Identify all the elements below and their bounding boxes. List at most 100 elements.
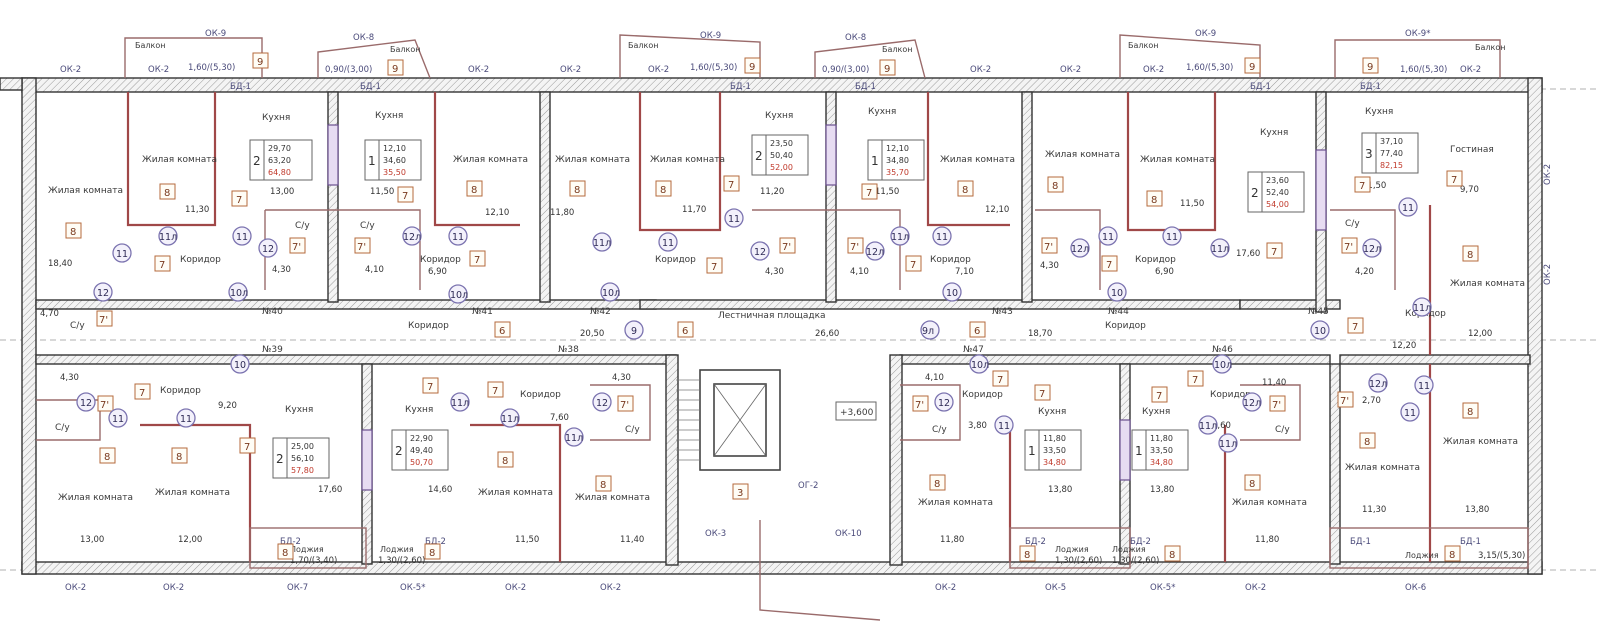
area: 12,00 (178, 535, 202, 545)
apartment-area: 49,40 (410, 446, 433, 455)
square-tag: 7' (1340, 396, 1349, 407)
apartment-rooms: 2 (395, 444, 403, 458)
bottom-tags: ОК-2 ОК-2 ОК-7 ОК-5* ОК-2 ОК-2 ОК-3 ОК-1… (65, 529, 1426, 593)
square-tag: 8 (176, 452, 182, 463)
area: 14,60 (428, 485, 452, 495)
tag: БД-2 (280, 537, 301, 547)
room-corridor: Коридор (655, 255, 696, 265)
apartment-area: 77,40 (1380, 149, 1403, 158)
apartment-total: 50,70 (410, 458, 433, 467)
apartment-area: 11,80 (1150, 434, 1173, 443)
apartment-area: 33,50 (1043, 446, 1066, 455)
tag: 1,60/(5,30) (1400, 65, 1447, 75)
room-kitchen: Кухня (1142, 407, 1170, 417)
tag: ОК-2 (60, 65, 81, 75)
area: 1,30/(2,60) (1112, 556, 1159, 566)
area: 11,30 (185, 205, 209, 215)
tag: ОК-5* (400, 583, 425, 593)
circle-marker: 10 (1314, 326, 1326, 337)
square-tag: 7 (866, 188, 872, 199)
circle-marker: 9л (922, 326, 934, 337)
room-corridor: Коридор (408, 321, 449, 331)
area: 4,20 (1355, 267, 1374, 277)
square-tag: 9 (1367, 62, 1373, 73)
balcony-label: Балкон (1128, 41, 1158, 50)
square-tag: 7' (1272, 400, 1281, 411)
balcony-label: Балкон (135, 41, 165, 50)
apartment-summary: 1 11,80 33,50 34,80 (1131, 429, 1189, 471)
apartment-area: 34,80 (886, 156, 909, 165)
tag: БД-1 (1460, 537, 1481, 547)
tag: ОК-2 (148, 65, 169, 75)
room-corridor: Коридор (420, 255, 461, 265)
square-tag: 6 (974, 326, 980, 337)
room-kitchen: Кухня (868, 107, 896, 117)
balcony-label: Балкон (1475, 43, 1505, 52)
square-tag: 8 (1467, 407, 1473, 418)
circle-marker: 11 (116, 249, 128, 260)
square-tag: 8 (1052, 181, 1058, 192)
square-tag: 8 (1467, 250, 1473, 261)
tag: ОГ-2 (798, 481, 818, 491)
room-wc: С/у (295, 221, 310, 231)
circle-marker: 11л (501, 414, 519, 425)
circle-marker: 12 (938, 398, 950, 409)
area: 6,90 (1155, 267, 1174, 277)
circle-marker: 11л (593, 238, 611, 249)
room-wc: С/у (360, 221, 375, 231)
apartment-total: 35,50 (383, 168, 406, 177)
tag: 1,60/(5,30) (690, 63, 737, 73)
square-tag: 7' (100, 400, 109, 411)
square-tag: 7 (474, 255, 480, 266)
room-living: Жилая комната (1443, 437, 1518, 447)
square-tag: 8 (70, 227, 76, 238)
tag: 0,90/(3,00) (822, 65, 869, 75)
apartment-number: №44 (1108, 307, 1129, 317)
circle-marker: 11 (1404, 408, 1416, 419)
square-tag: 7 (728, 180, 734, 191)
apartment-total: 34,80 (1043, 458, 1066, 467)
circle-marker: 11л (451, 398, 469, 409)
circle-marker: 12л (1243, 398, 1261, 409)
room-kitchen: Кухня (1260, 128, 1288, 138)
area: 4,30 (1040, 261, 1059, 271)
area: 11,40 (1262, 378, 1286, 388)
tag: ОК-9* (1405, 29, 1430, 39)
area: 26,60 (815, 329, 839, 339)
area: 11,50 (875, 187, 899, 197)
room-living: Жилая комната (478, 488, 553, 498)
square-tag: 8 (429, 548, 435, 559)
circle-marker: 11 (1102, 232, 1114, 243)
outer-walls (0, 77, 1543, 575)
square-tag: 7 (427, 382, 433, 393)
circle-marker: 10 (234, 360, 246, 371)
area: 4,30 (272, 265, 291, 275)
apartment-rooms: 2 (276, 452, 284, 466)
area: 13,80 (1465, 505, 1489, 515)
tag: ОК-2 (648, 65, 669, 75)
room-corridor: Коридор (160, 386, 201, 396)
circle-marker: 12л (866, 247, 884, 258)
stair (676, 369, 881, 621)
room-stair: Лестничная площадка (718, 311, 826, 321)
apartment-rooms: 1 (1135, 444, 1143, 458)
square-tag: 7 (1271, 247, 1277, 258)
room-wc: С/у (625, 425, 640, 435)
room-living: Жилая комната (1450, 279, 1525, 289)
apartment-numbers: №40 №41 №42 №43 №44 №45 №39 №38 №47 №46 (262, 307, 1329, 355)
tag: ОК-9 (700, 31, 721, 41)
apartment-total: 52,00 (770, 163, 793, 172)
room-living: Жилая комната (650, 155, 725, 165)
room-living: Жилая комната (453, 155, 528, 165)
circle-marker: 11л (159, 232, 177, 243)
tag: 1,60/(5,30) (188, 63, 235, 73)
square-tag: 8 (1169, 550, 1175, 561)
square-tag: 7 (997, 375, 1003, 386)
square-tag: 8 (600, 480, 606, 491)
apartment-total: 34,80 (1150, 458, 1173, 467)
circle-marker: 11 (112, 414, 124, 425)
area: 3,60 (1212, 421, 1231, 431)
apartment-summary: 2 23,50 50,40 52,00 (751, 134, 809, 176)
square-tag: 8 (1024, 550, 1030, 561)
room-wc: С/у (70, 321, 85, 331)
